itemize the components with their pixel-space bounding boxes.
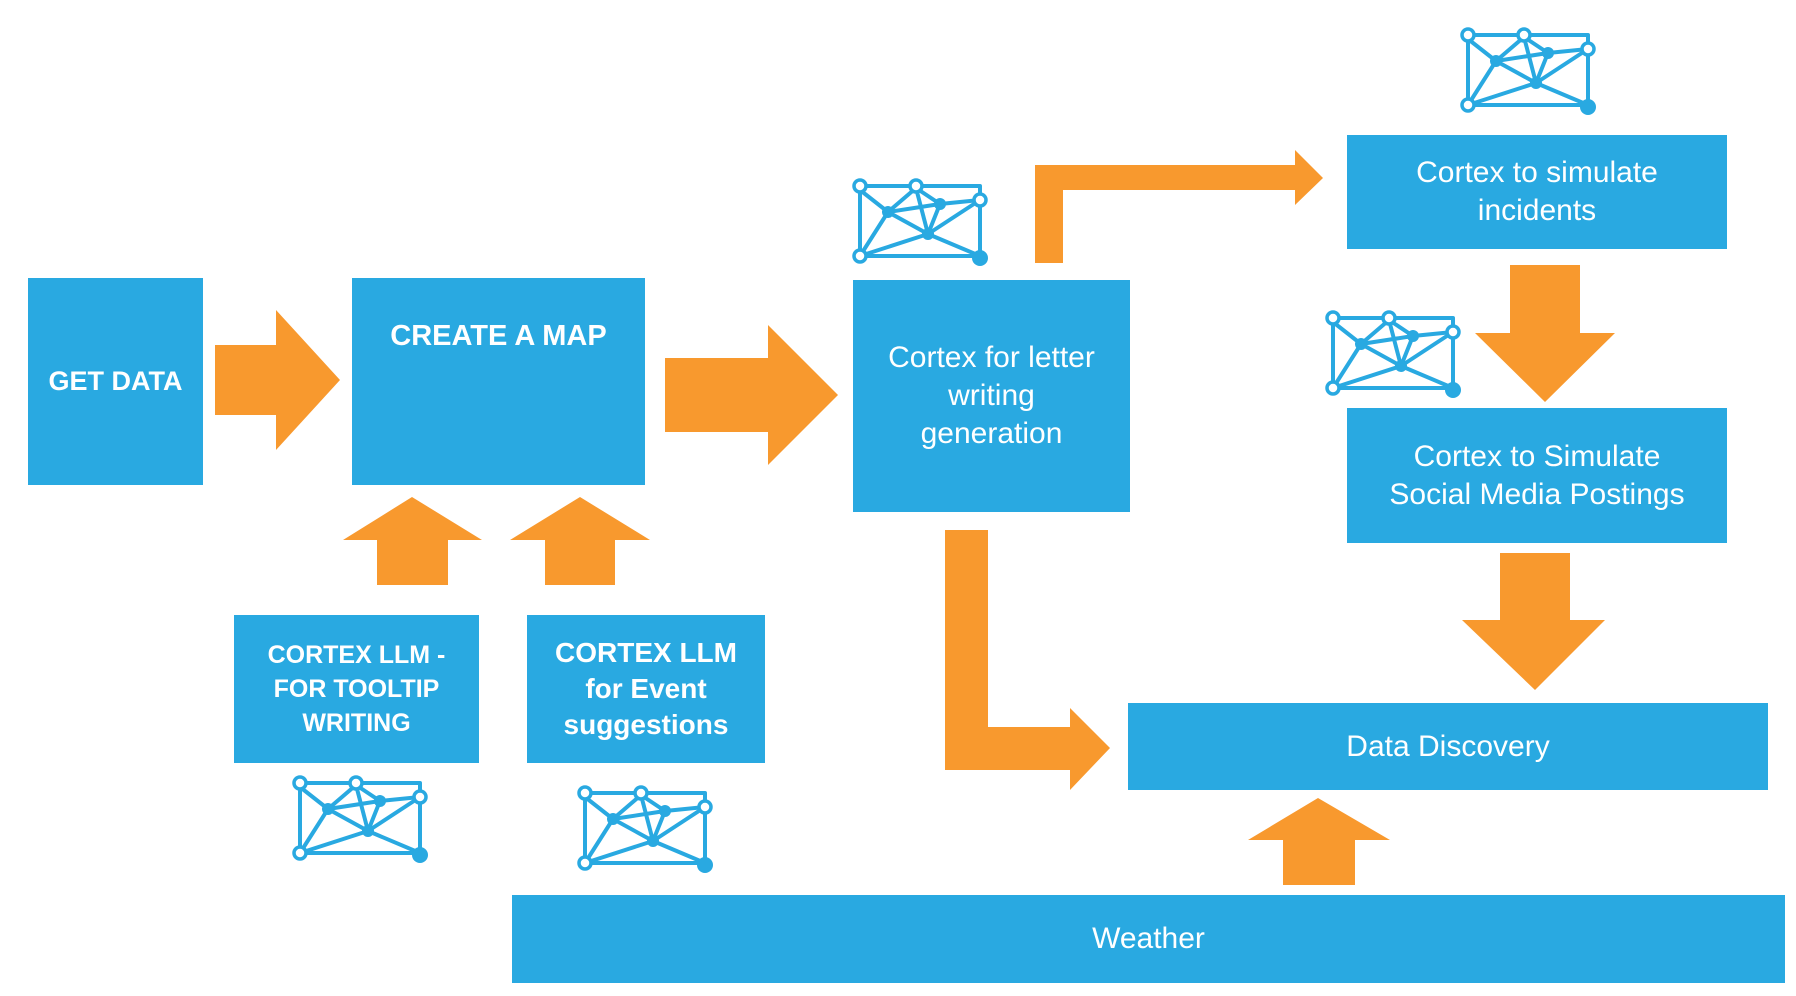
network-graph-icon	[1460, 27, 1600, 117]
cortex-letter-box: Cortex for letter writing generation	[853, 280, 1130, 512]
arrow-tooltip-up	[343, 497, 482, 585]
cortex-social-box: Cortex to Simulate Social Media Postings	[1347, 408, 1727, 543]
cortex-tooltip-label: CORTEX LLM - FOR TOOLTIP WRITING	[267, 641, 446, 737]
arrow-incidents-to-social	[1475, 265, 1615, 402]
network-graph-icon	[1325, 310, 1465, 400]
create-map-box: CREATE A MAP	[352, 278, 645, 485]
arrow-letter-to-discovery	[945, 530, 1110, 790]
network-graph-icon	[577, 785, 717, 875]
cortex-letter-label: Cortex for letter writing generation	[888, 341, 1095, 450]
cortex-event-label: CORTEX LLM for Event suggestions	[555, 637, 737, 740]
arrow-social-to-discovery	[1462, 553, 1605, 690]
cortex-tooltip-box: CORTEX LLM - FOR TOOLTIP WRITING	[234, 615, 479, 763]
arrow-map-to-letter	[665, 325, 838, 465]
cortex-incidents-box: Cortex to simulate incidents	[1347, 135, 1727, 249]
create-map-label: CREATE A MAP	[390, 320, 607, 352]
data-discovery-label: Data Discovery	[1346, 729, 1550, 763]
arrow-letter-to-incidents	[1035, 150, 1323, 263]
get-data-label: GET DATA	[48, 366, 183, 396]
arrow-event-up	[510, 497, 650, 585]
data-discovery-box: Data Discovery	[1128, 703, 1768, 790]
arrow-weather-up	[1248, 798, 1390, 885]
network-graph-icon	[292, 775, 432, 865]
cortex-event-box: CORTEX LLM for Event suggestions	[527, 615, 765, 763]
arrow-getdata-to-map	[215, 310, 340, 450]
weather-label: Weather	[1092, 922, 1205, 955]
network-graph-icon	[852, 178, 992, 268]
cortex-incidents-label: Cortex to simulate incidents	[1416, 156, 1658, 227]
weather-box: Weather	[512, 895, 1785, 983]
get-data-box: GET DATA	[28, 278, 203, 485]
cortex-social-label: Cortex to Simulate Social Media Postings	[1389, 439, 1685, 511]
